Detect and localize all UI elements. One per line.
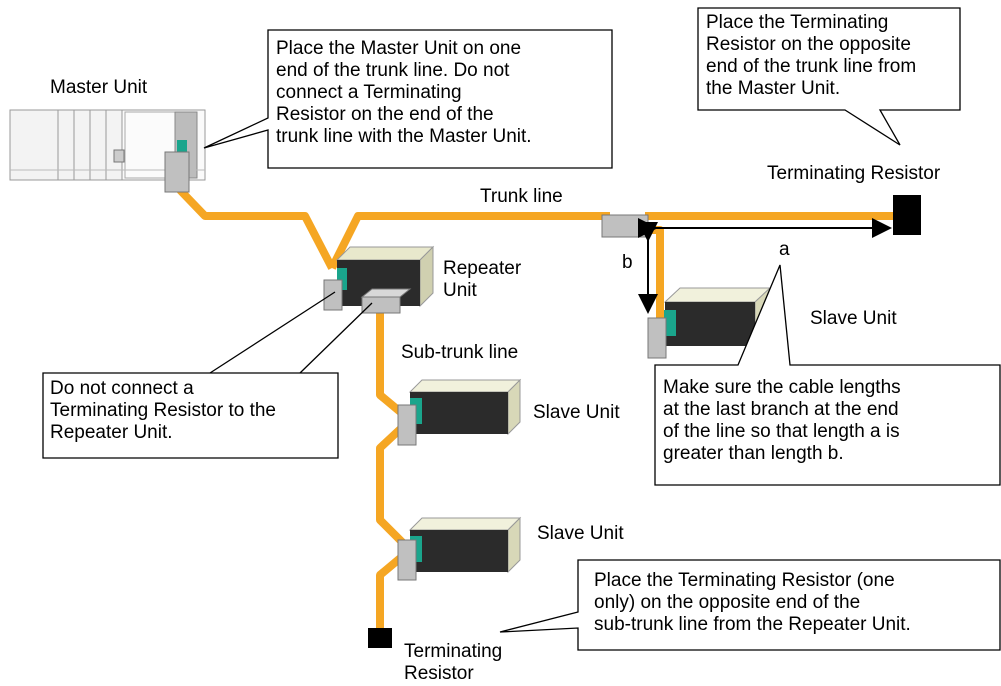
- callout-master-box: [203, 29, 613, 169]
- callout-repeater-box: [42, 372, 339, 459]
- callout-lengths-text: Make sure the cable lengths at the last …: [663, 377, 901, 464]
- callout-bottom-box: [499, 559, 1001, 651]
- terminating-resistor-bottom: [368, 628, 392, 648]
- slave-unit-2: [397, 516, 522, 581]
- trunk-line-label: Trunk line: [480, 186, 563, 207]
- master-unit-label: Master Unit: [50, 77, 148, 98]
- trunk-tap: [601, 214, 649, 238]
- callout-master-text: Place the Master Unit on one end of the …: [276, 38, 532, 147]
- callout-repeater-text: Do not connect a Terminating Resistor to…: [50, 378, 276, 443]
- callout-top-right-box: [697, 7, 961, 146]
- callout-bottom-text: Place the Terminating Resistor (one only…: [594, 570, 911, 635]
- slave-unit-1: [397, 378, 522, 446]
- repeater-unit: [323, 245, 435, 314]
- slave-unit-right-label: Slave Unit: [810, 308, 897, 329]
- length-b-label: b: [622, 252, 633, 273]
- callout-lengths-box: [654, 264, 1001, 486]
- terminating-resistor-top-label: Terminating Resistor: [767, 163, 941, 184]
- terminating-resistor-bottom-label: Terminating Resistor: [404, 641, 503, 684]
- callout-top-right-text: Place the Terminating Resistor on the op…: [706, 12, 917, 99]
- slave-unit-2-label: Slave Unit: [537, 523, 624, 544]
- slave-unit-right: [647, 286, 772, 359]
- length-a-label: a: [779, 239, 790, 260]
- master-connector: [164, 151, 190, 193]
- repeater-unit-label: Repeater Unit: [443, 258, 522, 301]
- sub-trunk-line-label: Sub-trunk line: [401, 342, 519, 363]
- slave-unit-1-label: Slave Unit: [533, 402, 620, 423]
- cable: [177, 187, 895, 628]
- terminating-resistor-top: [893, 195, 921, 235]
